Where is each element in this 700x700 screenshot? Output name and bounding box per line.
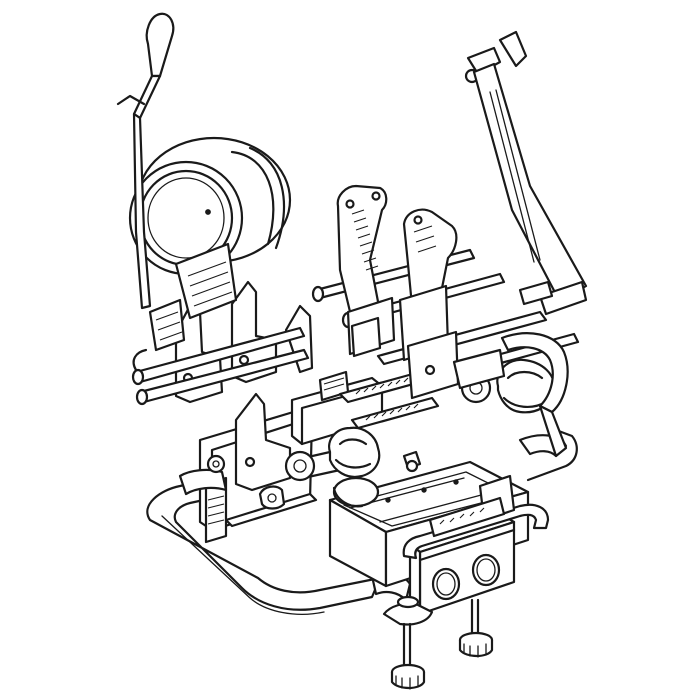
operating-lever[interactable]: [116, 12, 175, 310]
support-arm: [464, 30, 588, 316]
thumb-screw[interactable]: [258, 450, 422, 510]
heater-plate: [128, 136, 292, 352]
clamp-screw-left[interactable]: [390, 622, 426, 690]
side-rail: [428, 474, 516, 538]
bottom-clamp: [382, 595, 434, 626]
clamp-screw-right[interactable]: [458, 598, 494, 658]
left-bracket-front: [178, 304, 314, 496]
central-knob[interactable]: [284, 426, 381, 508]
guide-rods-left: [131, 326, 310, 406]
right-handle[interactable]: [500, 332, 569, 458]
front-handle[interactable]: [402, 503, 550, 560]
right-clamp-jaw-front: [350, 208, 460, 400]
